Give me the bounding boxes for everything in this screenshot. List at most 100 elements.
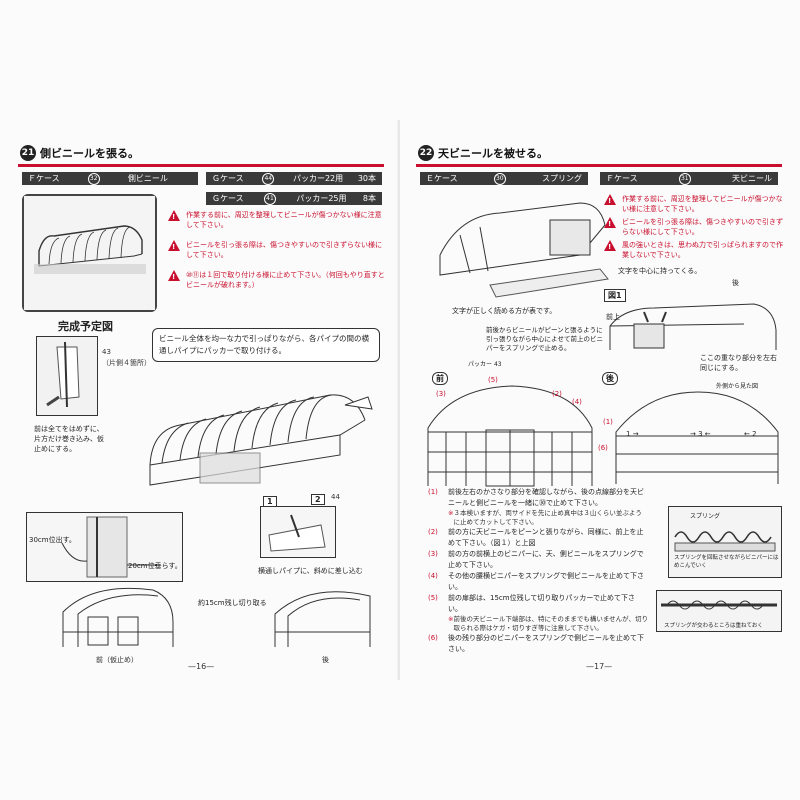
greenhouse-photo <box>22 194 157 312</box>
step-num: (2) <box>428 528 438 536</box>
step-item: (6) 後の残り部分のビニパーをスプリングで側ビニールを止めて下さい。 <box>428 633 648 654</box>
spring-detail-photo <box>668 506 782 578</box>
right-title-row: 22 天ビニールを被せる。 <box>418 143 548 163</box>
attach-detail-illustration <box>268 514 326 552</box>
step-text: 前後左右のかさなり部分を確認しながら、後の点線部分を天ビニールと側ビニールを一緒… <box>448 488 644 507</box>
case-label: Ｆケース <box>28 174 60 183</box>
spring-note: スプリングを回転させながらビニパーにはめこんでいく <box>674 555 779 569</box>
part-number: 44 <box>262 172 275 185</box>
instruction-steps: (1) 前後左右のかさなり部分を確認しながら、後の点線部分を天ビニールと側ビニール… <box>428 487 648 655</box>
greenhouse-frame-illustration <box>24 196 155 310</box>
warning-text: ⑩⑪は１回で取り付ける様に止めて下さい。（何回もやり直すとビニールが破れます。） <box>186 271 385 289</box>
warning-text: 作業する前に、周辺を整理してビニールが傷つかない様に注意して下さい。 <box>186 211 382 229</box>
warning-2: ビニールを引っ張る際は、傷つきやすいので引きずらない様にして下さい。 <box>604 217 784 237</box>
step-num: (1) <box>428 488 438 496</box>
left-title-row: 21 側ビニールを張る。 <box>20 143 139 163</box>
arrow-1: 1 → <box>626 430 639 438</box>
spring-illustration <box>674 531 776 552</box>
outside-view-note: 外側から見た図 <box>716 383 759 390</box>
front-view-label: 前（仮止め） <box>96 656 138 664</box>
parts-bar-g1: Ｇケース 44 パッカー22用 30本 <box>206 172 382 185</box>
note-text: 前後の天ビニール下端部は、特にそのままでも構いませんが、切り取られる際はケガ・切… <box>453 615 648 632</box>
part-qty: 8本 <box>362 194 376 203</box>
warning-1: 作業する前に、周辺を整理してビニールが傷つかない様に注意して下さい。 <box>604 194 784 214</box>
spring-overlap-note: スプリングが交わるところは重ねておく <box>664 623 763 629</box>
spring-overlap-illustration <box>661 600 777 610</box>
packer-detail-photo <box>36 336 98 416</box>
front-label-2: (2) <box>552 390 562 398</box>
warning-3: 風の強いときは、思わぬ力で引っぱられますので作業しないで下さい。 <box>604 240 784 260</box>
step-text: 後の残り部分のビニパーをスプリングで側ビニールを止めて下さい。 <box>448 634 644 653</box>
page-number: —17— <box>586 662 613 671</box>
step-2-packer-num: 44 <box>331 493 340 501</box>
warning-icon <box>168 210 180 222</box>
parts-bar-g2: Ｇケース 41 パッカー25用 8本 <box>206 192 382 205</box>
warning-icon <box>604 217 616 229</box>
back-label-1: (1) <box>603 418 613 426</box>
packer-callout-side: （片側４箇所） <box>102 359 151 367</box>
dimension-20cm: 20cm位垂らす。 <box>128 562 182 570</box>
packer-detail-illustration <box>46 341 80 408</box>
parts-bar-e: Ｅケース 30 スプリング <box>420 172 588 185</box>
step-2-badge: 2 <box>311 494 325 505</box>
step-text: その他の腰横ビニパーをスプリングで側ビニールを止めて下さい。 <box>448 572 644 591</box>
vinyl-cover-diagram <box>439 202 609 298</box>
part-number: 31 <box>678 172 691 185</box>
warning-icon <box>604 194 616 206</box>
warning-text: ビニールを引っ張る際は、傷つきやすいので引きずらない様にして下さい。 <box>186 241 382 259</box>
step-num: (4) <box>428 572 438 580</box>
part-name: スプリング <box>541 174 582 183</box>
packer-number: 43 <box>493 361 502 368</box>
part-name: 天ビニール <box>731 174 772 183</box>
front-view-drawing <box>62 587 174 647</box>
case-label: Ｇケース <box>212 194 244 203</box>
attach-detail-photo <box>260 506 336 558</box>
packer-text: パッカー <box>468 361 493 368</box>
step-number-badge: 22 <box>418 145 434 161</box>
title-underline <box>18 164 384 167</box>
part-name: パッカー25用 <box>296 194 347 203</box>
book-gutter <box>396 120 402 680</box>
note-mark: ※ <box>448 615 454 623</box>
front-note: 前は全てをはめずに、片方だけ巻き込み、仮止めにする。 <box>34 425 104 453</box>
front-view-badge: 前 <box>432 372 448 385</box>
warning-2: ビニールを引っ張る際は、傷つきやすいので引きずらない様にして下さい。 <box>168 240 388 260</box>
spring-label: スプリング <box>690 513 721 520</box>
warning-text: 作業する前に、周辺を整理してビニールが傷つかない様に注意して下さい。 <box>622 195 783 213</box>
center-text-note: 文字を中心に持ってくる。 <box>618 267 702 275</box>
warning-3: ⑩⑪は１回で取り付ける様に止めて下さい。（何回もやり直すとビニールが破れます。） <box>168 270 388 290</box>
note-mark: ※ <box>448 509 454 517</box>
arrow-1-num: 1 <box>626 430 631 438</box>
right-page <box>400 0 800 800</box>
part-number: 32 <box>87 172 100 185</box>
step-number-badge: 21 <box>20 145 36 161</box>
front-label-3: (3) <box>436 390 446 398</box>
back-label-6: (6) <box>598 444 608 452</box>
cut-note: 約15cm残し切り取る <box>198 599 267 607</box>
step-item: (4) その他の腰横ビニパーをスプリングで側ビニールを止めて下さい。 <box>428 571 648 592</box>
front-top-label: 前上 <box>606 313 620 321</box>
part-number: 41 <box>263 192 276 205</box>
step-item: (5)前の扉部は、15cm位残して切り取りパッカーで止めて下さい。 <box>428 593 648 614</box>
arrow-3: → 3 ← <box>690 430 711 438</box>
back-view-badge: 後 <box>602 372 618 385</box>
title-underline <box>416 164 782 167</box>
page-title: 天ビニールを被せる。 <box>438 147 548 160</box>
step-num: (6) <box>428 634 438 642</box>
page-title: 側ビニールを張る。 <box>40 147 139 160</box>
front-label-4: (4) <box>572 398 582 406</box>
overlap-note: ここの重なり部分を左右同じにする。 <box>700 354 777 372</box>
overlap-detail-photo <box>26 512 183 582</box>
warning-icon <box>604 240 616 252</box>
part-qty: 30本 <box>357 174 376 183</box>
case-label: Ｇケース <box>212 174 244 183</box>
arrow-2-num: 2 <box>752 430 757 438</box>
step-note: ※３本検いますが、両サイドを先に止め真中は３山くらい並ぶように止めてカットして下… <box>428 509 648 527</box>
case-label: Ｆケース <box>606 174 638 183</box>
figure-1-note: 前後からビニールがピーンと張るように引っ張りながら中心によせて前上のビニパーをス… <box>486 326 603 352</box>
figure-1-drawing <box>609 303 777 350</box>
step-num: (5) <box>428 594 438 602</box>
packer-number: 43 <box>102 348 111 356</box>
front-greenhouse-drawing <box>427 385 593 487</box>
parts-bar-f: Ｆケース 31 天ビニール <box>600 172 778 185</box>
